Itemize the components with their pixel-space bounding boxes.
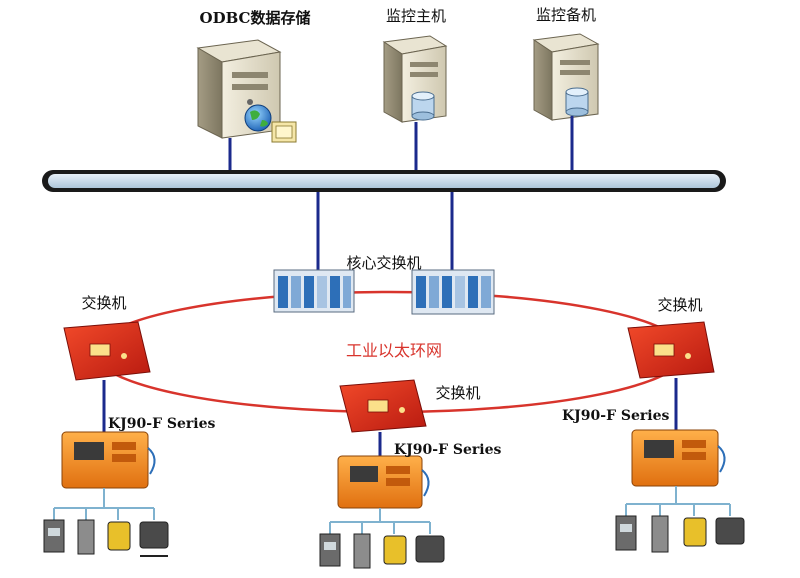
core-switch-right — [411, 269, 495, 315]
substation-right-label: KJ90-F Series — [562, 408, 670, 424]
substation-center-label: KJ90-F Series — [394, 442, 502, 458]
substation-links — [102, 378, 678, 456]
core-links — [316, 192, 454, 270]
database-cylinder-icon — [411, 91, 435, 121]
industrial-switch-icon — [63, 321, 151, 381]
odbc-server-label: ODBC数据存储 — [200, 9, 311, 27]
rack-switch-icon — [411, 269, 495, 315]
sensor-device-icon — [43, 519, 169, 557]
ring-switch-left-label: 交换机 — [81, 294, 126, 312]
server-links — [228, 116, 574, 172]
ring-switch-right — [627, 321, 715, 379]
sensor-device-icon — [319, 533, 445, 569]
backup-server — [532, 33, 600, 121]
sensor-tree-right — [615, 486, 745, 553]
network-bus — [42, 170, 726, 192]
primary-server-label: 监控主机 — [386, 7, 446, 25]
substation-icon — [61, 431, 156, 489]
ring-switch-center — [339, 379, 427, 433]
backup-server-label: 监控备机 — [536, 6, 596, 24]
primary-server — [382, 35, 448, 123]
ring-switch-right-label: 交换机 — [657, 296, 702, 314]
core-switch-label: 核心交换机 — [346, 254, 421, 272]
ring-label: 工业以太环网 — [346, 341, 442, 360]
odbc-server — [196, 39, 297, 143]
substation-icon — [631, 429, 726, 487]
substation-center — [337, 455, 430, 509]
substation-right — [631, 429, 726, 487]
sensor-tree-center — [319, 508, 445, 569]
database-cylinder-icon — [565, 87, 589, 117]
industrial-switch-icon — [627, 321, 715, 379]
tower-server-icon — [382, 35, 448, 123]
folder-icon — [271, 121, 297, 143]
core-switch-left — [273, 269, 355, 313]
sensor-device-icon — [615, 515, 745, 553]
ring-switch-left — [63, 321, 151, 381]
ring-switch-center-label: 交换机 — [435, 384, 480, 402]
substation-left — [61, 431, 156, 489]
rack-switch-icon — [273, 269, 355, 313]
substation-icon — [337, 455, 430, 509]
industrial-switch-icon — [339, 379, 427, 433]
substation-left-label: KJ90-F Series — [108, 416, 216, 432]
globe-icon — [244, 104, 272, 132]
sensor-tree-left — [43, 488, 169, 557]
